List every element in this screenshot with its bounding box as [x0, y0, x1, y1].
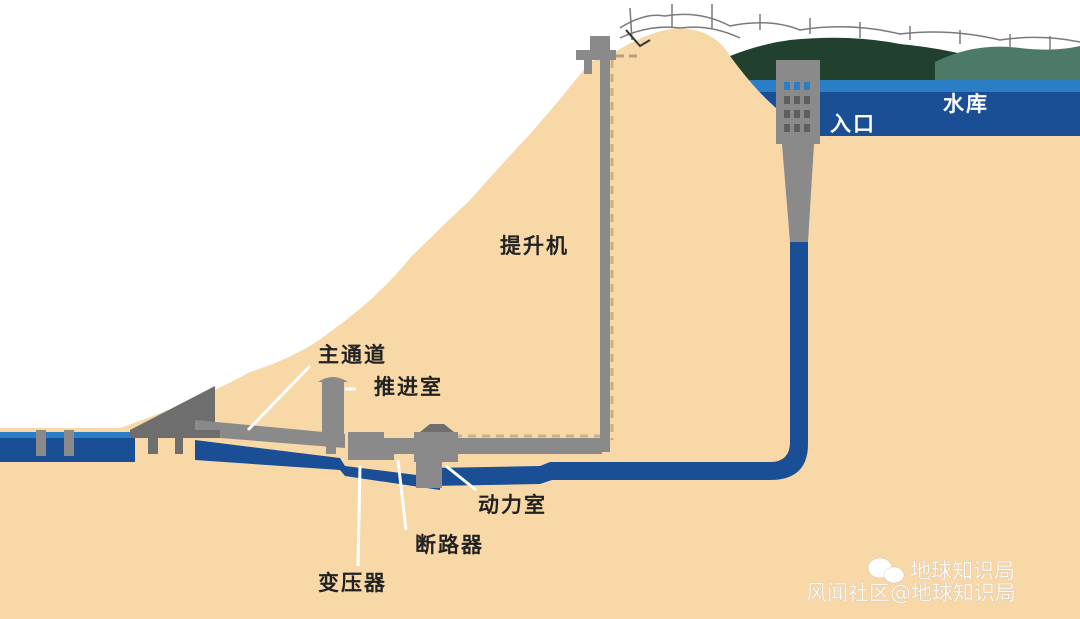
wechat-icon	[867, 557, 905, 584]
watermark-account: 地球知识局	[910, 559, 1015, 583]
label-hoist: 提升机	[500, 234, 569, 258]
label-pointers	[246, 364, 477, 567]
surface-cableway	[619, 4, 1080, 50]
label-main-tunnel: 主通道	[318, 343, 387, 367]
transformer-room	[348, 432, 394, 460]
label-transformer: 变压器	[318, 571, 387, 595]
label-propulsion-room: 推进室	[374, 375, 443, 399]
label-power-room: 动力室	[478, 493, 547, 517]
label-reservoir: 水库	[943, 92, 989, 116]
main-tunnel	[36, 386, 345, 456]
watermark: 地球知识局 风闻社区@地球知识局	[806, 557, 1016, 605]
label-inlet: 入口	[830, 112, 876, 136]
hoist-shaft	[440, 36, 642, 452]
watermark-community: 风闻社区@地球知识局	[806, 581, 1016, 605]
intake-tower	[776, 60, 820, 242]
power-room	[390, 424, 602, 488]
propulsion-room	[318, 377, 348, 454]
label-breaker: 断路器	[415, 533, 484, 557]
